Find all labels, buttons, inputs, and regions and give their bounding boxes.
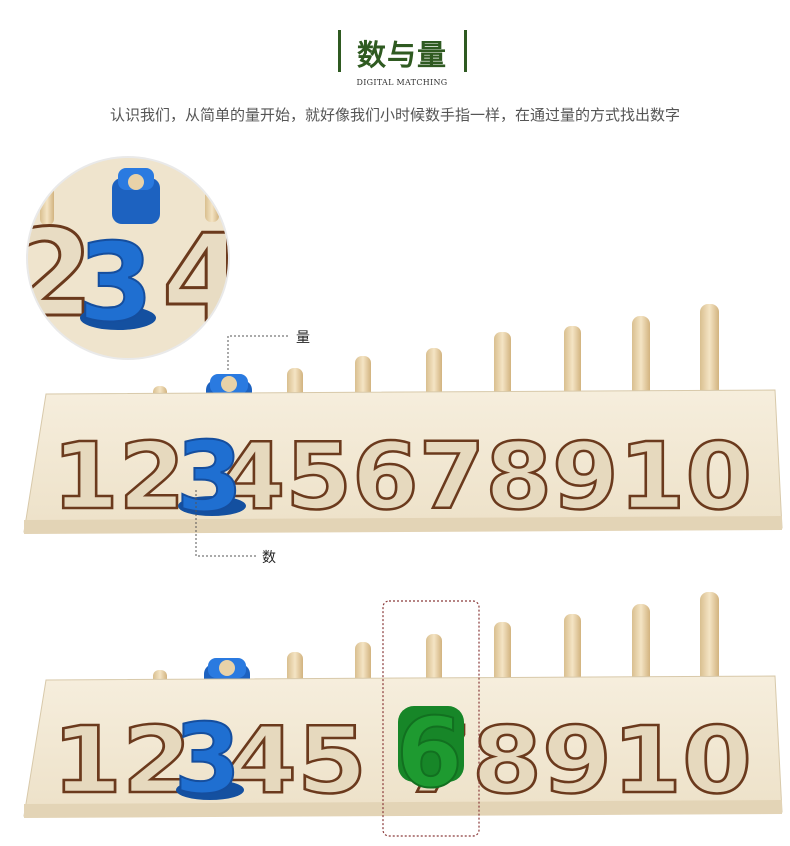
callout-number-label: 数 [262,550,276,566]
svg-text:3: 3 [176,421,243,533]
page-subtitle: DIGITAL MATCHING [356,78,448,87]
callout-lines [195,335,290,557]
svg-text:3: 3 [78,221,153,346]
zoom-inset: 2 4 3 [26,156,246,360]
title-bar-left [338,30,341,72]
board-top: 12 456789⁠10 3 [23,304,783,534]
title-bar-right [464,30,467,72]
board-bottom: 12 45 789⁠10 3 6 [23,592,783,837]
callout-quantity-label: 量 [296,330,310,346]
svg-text:3: 3 [174,703,241,815]
svg-text:4: 4 [162,210,246,349]
svg-text:12 456789⁠10: 12 456789⁠10 [52,423,752,530]
tagline: 认识我们，从简单的量开始，就好像我们小时候数手指一样，在通过量的方式找出数字 [109,106,680,124]
svg-text:6: 6 [396,697,463,809]
header: 数与量 DIGITAL MATCHING 认识我们，从简单的量开始，就好像我们小… [0,0,790,130]
page-title: 数与量 [356,38,447,72]
